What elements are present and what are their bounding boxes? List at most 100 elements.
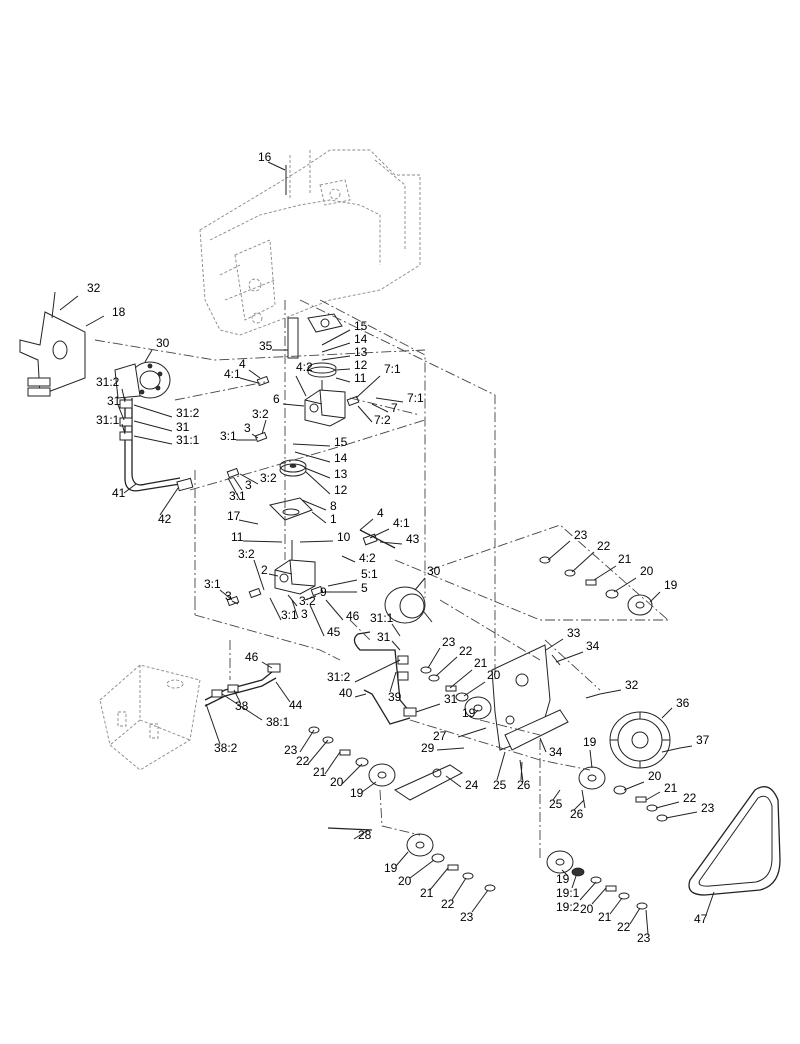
callout-label: 33 <box>567 626 581 640</box>
callout-label: 12 <box>354 358 368 372</box>
callout-label: 1 <box>330 512 337 526</box>
callout-label: 7 <box>391 401 398 415</box>
callout-label: 23 <box>701 801 715 815</box>
callout-label: 21 <box>313 765 327 779</box>
callout-label: 31 <box>107 394 121 408</box>
callout-label: 11 <box>231 530 244 544</box>
callout-label: 19 <box>350 786 364 800</box>
idler-pulley-bottom-left <box>406 833 496 892</box>
callout-label: 4:1 <box>393 516 410 530</box>
callout-label: 20 <box>487 668 501 682</box>
callout-label: 29 <box>421 741 435 755</box>
callout-label: 15 <box>334 435 348 449</box>
callout-label: 19 <box>384 861 398 875</box>
callout-label: 3:1 <box>229 489 246 503</box>
callout-label: 8 <box>330 499 337 513</box>
callout-label: 18 <box>112 305 126 319</box>
callout-label: 46 <box>346 609 360 623</box>
callout-label: 20 <box>580 902 594 916</box>
callout-label: 27 <box>433 729 447 743</box>
callout-label: 19:2 <box>556 900 580 914</box>
callout-label: 32 <box>625 678 639 692</box>
callout-label: 3:2 <box>238 547 255 561</box>
callout-label: 26 <box>570 807 584 821</box>
callout-label: 21 <box>618 552 632 566</box>
callout-label: 7:1 <box>384 362 401 376</box>
callout-label: 19 <box>556 872 570 886</box>
callout-label: 20 <box>648 769 662 783</box>
hydraulic-motor-lower <box>384 586 433 624</box>
callout-label: 21 <box>474 656 488 670</box>
callout-label: 31:2 <box>176 406 200 420</box>
callout-label: 16 <box>258 150 272 164</box>
callout-label: 42 <box>158 512 172 526</box>
callout-label: 3 <box>225 589 232 603</box>
callout-label: 14 <box>354 332 368 346</box>
callout-label: 19:1 <box>556 886 580 900</box>
callout-label: 31:1 <box>176 433 200 447</box>
callout-label: 19 <box>583 735 597 749</box>
callout-label: 7:2 <box>374 413 391 427</box>
callout-label: 5:1 <box>361 567 378 581</box>
callout-label: 31:1 <box>96 413 120 427</box>
hydraulic-hose-43 <box>359 529 396 549</box>
callout-label: 31 <box>176 420 190 434</box>
callout-label: 36 <box>676 696 690 710</box>
pulley-stack-middle <box>269 459 313 521</box>
callout-label: 14 <box>334 451 348 465</box>
callout-label: 30 <box>427 564 441 578</box>
tank-return-hose <box>204 663 281 707</box>
drive-belt <box>688 786 781 896</box>
callout-label: 3:1 <box>281 608 298 622</box>
left-mount-bracket <box>19 291 86 397</box>
callout-label: 47 <box>694 912 708 926</box>
callout-label: 38 <box>235 699 249 713</box>
callout-label: 21 <box>598 910 612 924</box>
callout-label: 31:1 <box>370 611 394 625</box>
callout-label: 31:2 <box>327 670 351 684</box>
idler-pulley-bottom-right <box>546 850 648 910</box>
idler-pulley-left <box>308 726 396 787</box>
callout-label: 3:1 <box>220 429 237 443</box>
callout-label: 25 <box>549 797 563 811</box>
hydraulic-tank <box>99 664 201 771</box>
callout-label: 31:2 <box>96 375 120 389</box>
callout-label: 21 <box>420 886 434 900</box>
callout-label: 38:1 <box>266 715 290 729</box>
callout-label: 40 <box>339 686 353 700</box>
callout-label: 39 <box>388 690 402 704</box>
callout-label: 22 <box>683 791 697 805</box>
callout-label: 37 <box>696 733 710 747</box>
callout-label: 22 <box>597 539 611 553</box>
callout-label: 11 <box>354 371 367 385</box>
callout-label: 32 <box>87 281 101 295</box>
assembly-centerlines <box>94 299 669 860</box>
frame-assembly <box>199 149 421 336</box>
hose-fittings <box>226 375 378 607</box>
callout-label: 19 <box>664 578 678 592</box>
callout-label: 5 <box>361 581 368 595</box>
callout-label: 22 <box>459 644 473 658</box>
callout-label: 3 <box>244 421 251 435</box>
bolts <box>285 165 681 831</box>
callout-label: 3 <box>301 607 308 621</box>
callout-label: 3:1 <box>204 577 221 591</box>
callout-label: 46 <box>245 650 259 664</box>
callout-label: 44 <box>289 698 303 712</box>
callout-label: 45 <box>327 625 341 639</box>
idler-pulley-mid <box>420 666 492 720</box>
callout-label: 4:1 <box>224 367 241 381</box>
callout-label: 23 <box>460 910 474 924</box>
callout-label: 26 <box>517 778 531 792</box>
callout-label: 9 <box>320 585 327 599</box>
callout-label: 19 <box>462 706 476 720</box>
drive-pulley <box>609 711 671 769</box>
callout-label: 7:1 <box>407 391 424 405</box>
callout-label: 22 <box>441 897 455 911</box>
callout-label: 25 <box>493 778 507 792</box>
callout-label: 35 <box>259 339 273 353</box>
callout-label: 13 <box>334 467 348 481</box>
callout-label: 28 <box>358 828 372 842</box>
leader-lines <box>59 161 715 935</box>
